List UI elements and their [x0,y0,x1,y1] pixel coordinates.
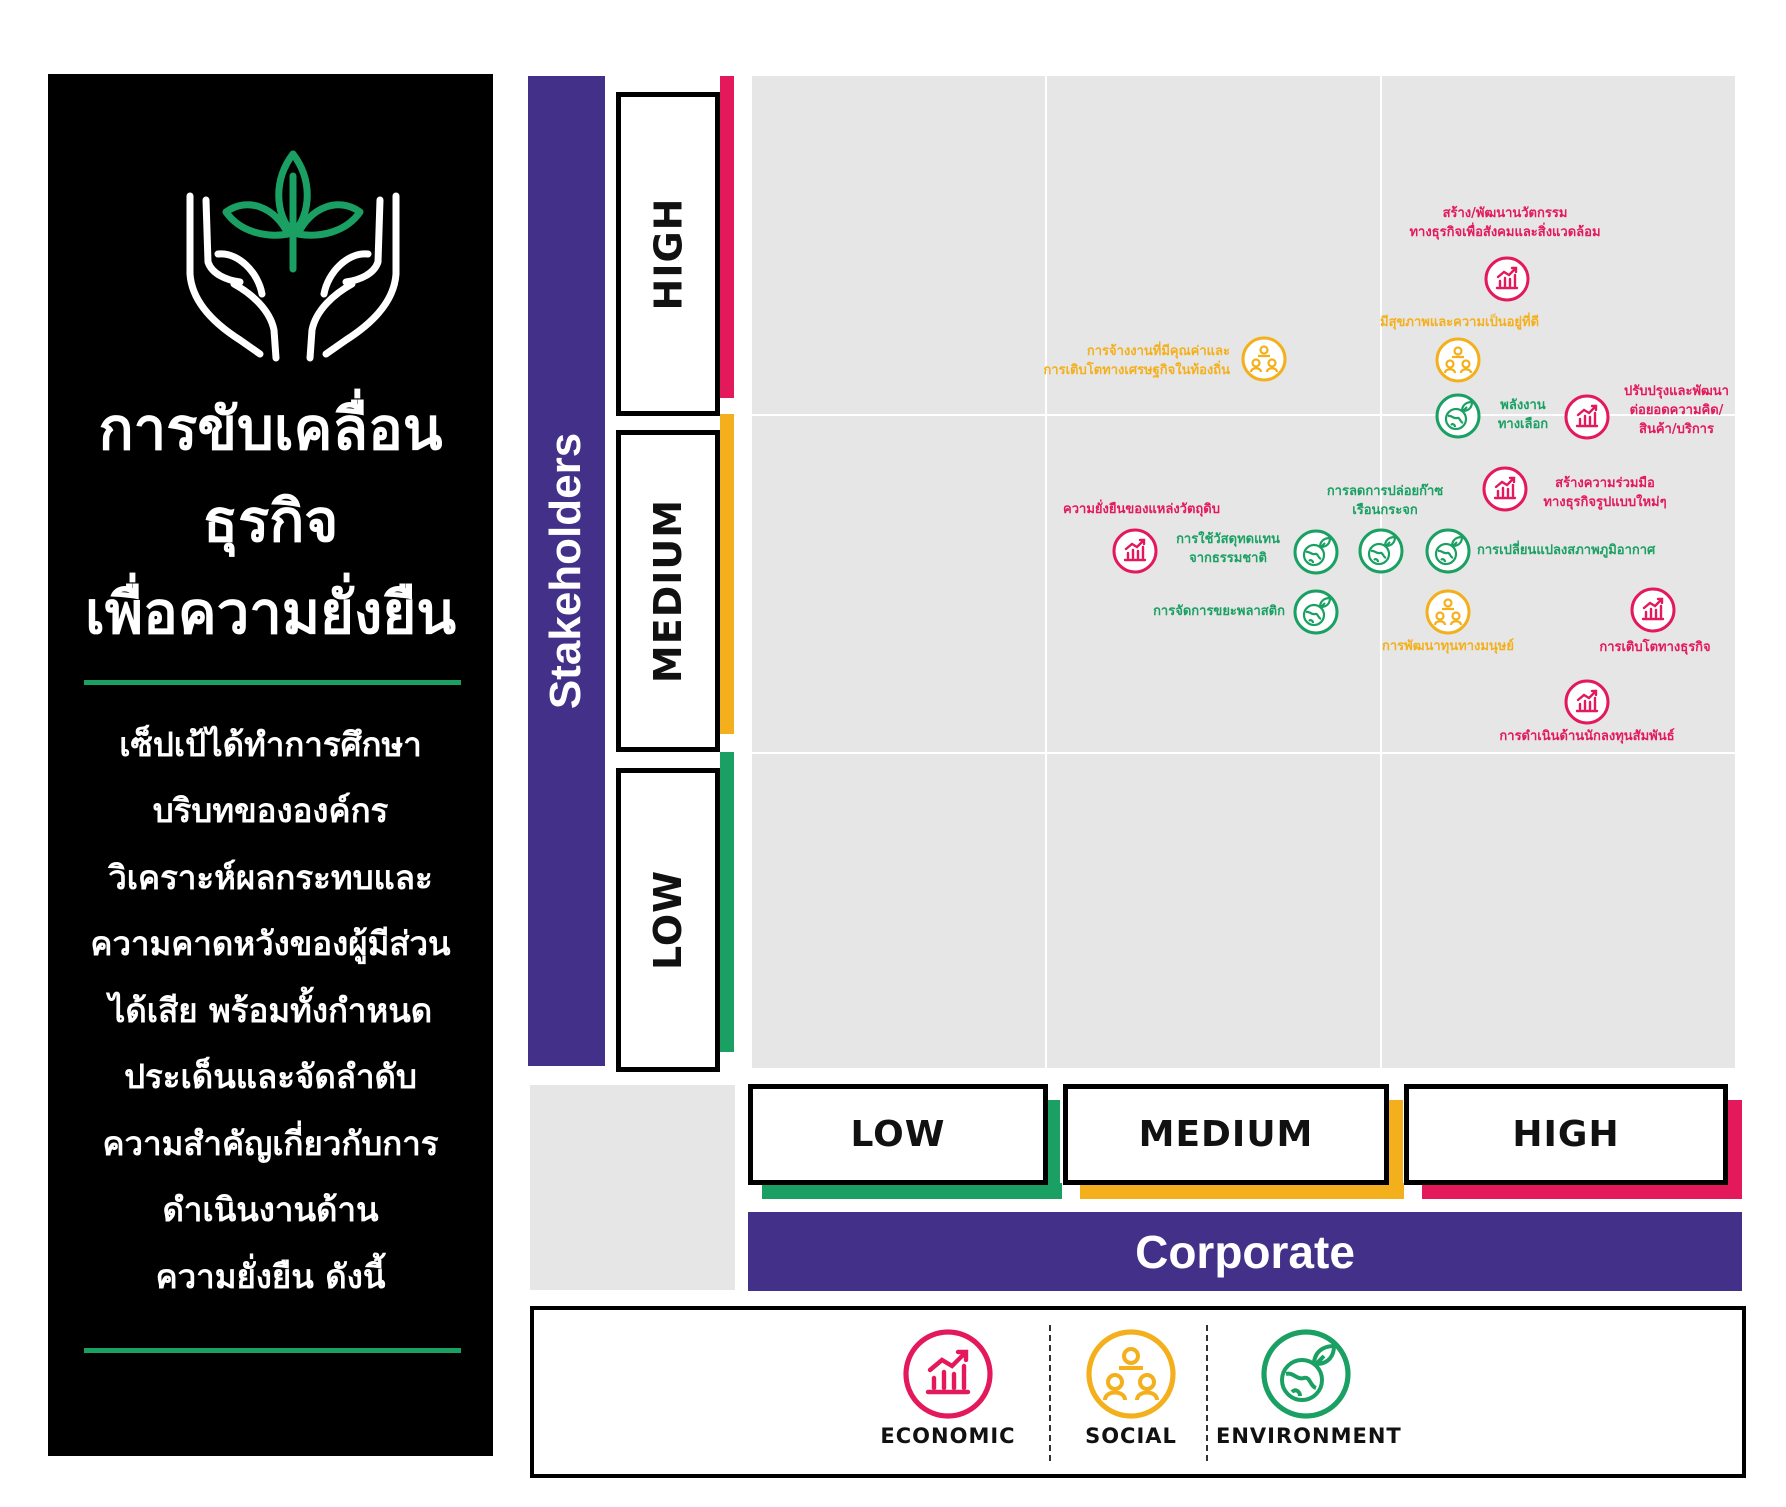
topic-label: การลดการปล่อยก๊าซเรือนกระจก [1326,484,1444,518]
environment-icon [1261,1329,1351,1419]
y-level-medium: MEDIUM [616,430,720,752]
panel-desc-line-6: ประเด็นและจัดลำดับ [124,1057,417,1096]
environment-icon [1293,589,1339,635]
y-high-accent [720,76,734,398]
legend-social-label: SOCIAL [1085,1424,1177,1448]
topic-label: พลังงานทางเลือก [1497,398,1549,432]
y-low-accent [720,752,734,1052]
legend-separator [1206,1325,1208,1461]
panel-title-line-3: เพื่อความยั่งยืน [85,579,456,647]
panel-desc-line-8: ดำเนินงานด้าน [162,1190,379,1229]
grid-line-v1 [1045,76,1047,1068]
economic-icon [903,1329,993,1419]
topic-label: การดำเนินด้านนักลงทุนสัมพันธ์ [1499,729,1675,744]
y-medium-accent [720,414,734,734]
grid-line-h1 [752,414,1735,416]
topic-label: ปรับปรุงและพัฒนาต่อยอดความคิด/สินค้า/บริ… [1624,384,1729,437]
y-level-high: HIGH [616,92,720,416]
social-icon [1425,589,1471,635]
topic-label: การใช้วัสดุทดแทนจากธรรมชาติ [1176,532,1280,566]
divider-bottom [84,1348,461,1353]
x-high-accent-side [1726,1100,1742,1199]
social-icon [1086,1329,1176,1419]
economic-icon [1112,528,1158,574]
panel-title-line-2: ธุรกิจ [202,487,339,555]
y-axis-bar [528,76,605,1066]
panel-desc-line-1: เซ็ปเป้ได้ทำการศึกษา [119,725,422,764]
topic-label: การเติบโตทางธุรกิจ [1599,640,1711,655]
topic-label: สร้าง/พัฒนานวัตกรรมทางธุรกิจเพื่อสังคมแล… [1409,206,1601,240]
topic-label: การพัฒนาทุนทางมนุษย์ [1382,639,1514,654]
topic-label: การเปลี่ยนแปลงสภาพภูมิอากาศ [1477,543,1656,558]
x-high-accent [1422,1183,1742,1199]
grid-line-h2 [752,752,1735,754]
topic-label: มีสุขภาพและความเป็นอยู่ที่ดี [1380,315,1540,330]
economic-icon [1484,256,1530,302]
environment-icon [1358,528,1404,574]
divider-top [84,680,461,685]
panel-title-line-1: การขับเคลื่อน [98,395,443,463]
materiality-matrix [752,76,1735,1068]
topic-label: การจัดการขยะพลาสติก [1153,604,1285,619]
economic-icon [1564,679,1610,725]
environment-icon [1293,529,1339,575]
economic-icon [1630,587,1676,633]
economic-icon [1482,466,1528,512]
topic-label: การจ้างงานที่มีคุณค่าและการเติบโตทางเศรษ… [1043,344,1230,378]
hands-plant-icon [186,150,400,362]
social-icon [1241,336,1287,382]
x-medium-accent-side [1387,1100,1403,1199]
environment-icon [1425,528,1471,574]
x-level-high: HIGH [1404,1084,1728,1185]
panel-desc-line-9: ความยั่งยืน ดังนี้ [155,1257,386,1296]
topic-label: สร้างความร่วมมือทางธุรกิจรูปแบบใหม่ๆ [1543,476,1667,510]
panel-desc-line-7: ความสำคัญเกี่ยวกับการ [102,1124,439,1163]
legend-environment-label: ENVIRONMENT [1216,1424,1402,1448]
topic-label: ความยั่งยืนของแหล่งวัตถุดิบ [1063,502,1220,517]
x-level-low: LOW [748,1084,1048,1185]
y-level-low: LOW [616,768,720,1072]
panel-desc-line-3: วิเคราะห์ผลกระทบและ [108,858,433,897]
intro-panel: การขับเคลื่อน ธุรกิจ เพื่อความยั่งยืน เซ… [48,74,493,1456]
y-axis-title: Stakeholders [541,432,591,710]
panel-desc-line-4: ความคาดหวังของผู้มีส่วน [90,924,451,963]
axis-corner-block [530,1085,735,1290]
panel-desc-line-5: ได้เสีย พร้อมทั้งกำหนด [108,991,433,1030]
economic-icon [1564,394,1610,440]
x-axis-title: Corporate [748,1212,1742,1291]
legend-economic-label: ECONOMIC [880,1424,1016,1448]
environment-icon [1435,393,1481,439]
x-level-medium: MEDIUM [1063,1084,1389,1185]
x-medium-accent [1080,1183,1404,1199]
x-low-accent [762,1183,1062,1199]
panel-desc-line-2: บริบทขององค์กร [152,791,389,830]
legend-separator [1049,1325,1051,1461]
x-low-accent-side [1044,1100,1060,1199]
social-icon [1435,337,1481,383]
